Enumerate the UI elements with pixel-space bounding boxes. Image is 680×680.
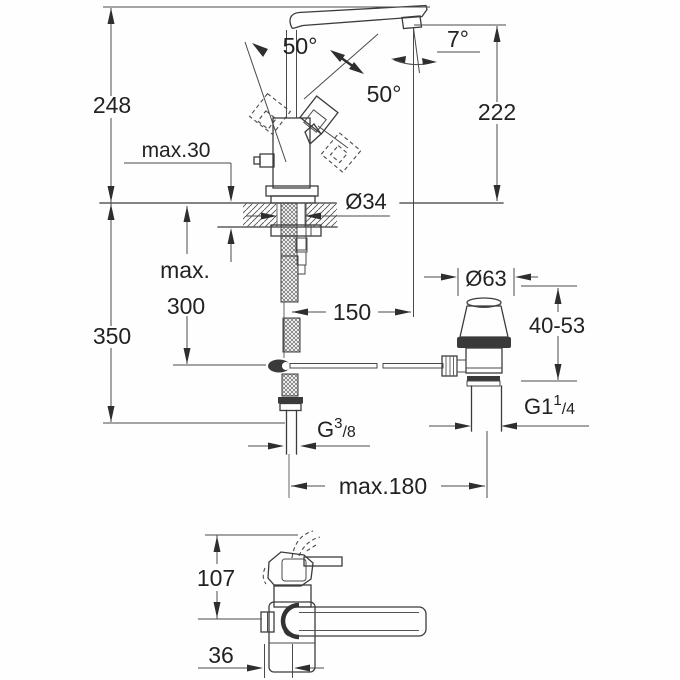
spout-outline (289, 4, 428, 29)
lever-position-right-dashed (320, 132, 362, 173)
dimension-clamping-range: 40-53 (521, 285, 593, 382)
front-spout (283, 606, 427, 637)
dimension-outlet-height: 222 (414, 24, 520, 201)
deck-thickness-label: max.30 (142, 139, 211, 162)
lever-handle (299, 95, 339, 135)
front-offset-label: 36 (208, 642, 234, 668)
main-side-view: 50° 50° 7° (88, 4, 593, 499)
front-lever-head (267, 551, 314, 587)
mounting-washer (270, 224, 322, 237)
lever-position-left-dashed (248, 92, 292, 136)
dimension-waste-flange: Ø63 (424, 266, 538, 296)
dimension-hole-diameter: Ø34 (246, 189, 395, 220)
faucet-body-side (248, 4, 428, 204)
front-view: 107 36 (192, 530, 427, 678)
dimension-overall-height: 248 (88, 6, 430, 422)
angle-right-label: 50° (367, 81, 402, 107)
waste-body (465, 347, 503, 374)
pop-up-rod (268, 359, 444, 373)
dimension-front-offset: 36 (198, 642, 324, 678)
front-height-label: 107 (197, 565, 235, 591)
angle-annotations: 50° 50° 7° (244, 26, 480, 317)
dimension-waste-thread: G11/4 (429, 392, 589, 430)
clamping-range-label: 40-53 (529, 313, 585, 338)
spout-reach-label: 150 (333, 299, 371, 325)
waste-thread-label: G11/4 (524, 392, 575, 419)
waste-flange-label: Ø63 (465, 266, 507, 291)
max300-word-label: max. (160, 257, 210, 283)
under-deck-supply (270, 202, 322, 498)
aerator (401, 15, 423, 30)
drain-waste-assembly (441, 297, 511, 432)
supply-nut (278, 397, 303, 404)
outlet-height-label: 222 (478, 99, 516, 125)
waste-neck (459, 305, 509, 338)
front-view-body (260, 530, 427, 673)
overall-height-label: 248 (93, 92, 131, 118)
dimension-deck-thickness: max.30 (124, 139, 235, 262)
rod-reach-label: max.180 (339, 473, 427, 499)
dimension-spout-reach: 150 (292, 299, 411, 325)
dimension-rod-reach: max.180 (291, 431, 488, 499)
front-lever-handle (303, 556, 343, 567)
angle-left-label: 50° (283, 33, 318, 59)
rod-clevis (441, 355, 458, 377)
side-tab (259, 153, 275, 168)
max300-value-label: 300 (167, 293, 205, 319)
spout-angle-label: 7° (447, 26, 469, 52)
dimension-under-height: 350 (93, 204, 285, 424)
supply-thread-label: G3/8 (317, 415, 356, 442)
dimension-supply-thread: G3/8 (248, 415, 370, 450)
cartridge-body (272, 117, 311, 189)
counter-deck (99, 202, 504, 228)
dimension-front-height: 107 (192, 534, 298, 620)
under-height-label: 350 (93, 323, 131, 349)
hole-diameter-label: Ø34 (345, 189, 387, 214)
lever-neck (304, 123, 322, 146)
dimension-max300: max. 300 (152, 206, 266, 366)
waste-flange (457, 337, 511, 348)
